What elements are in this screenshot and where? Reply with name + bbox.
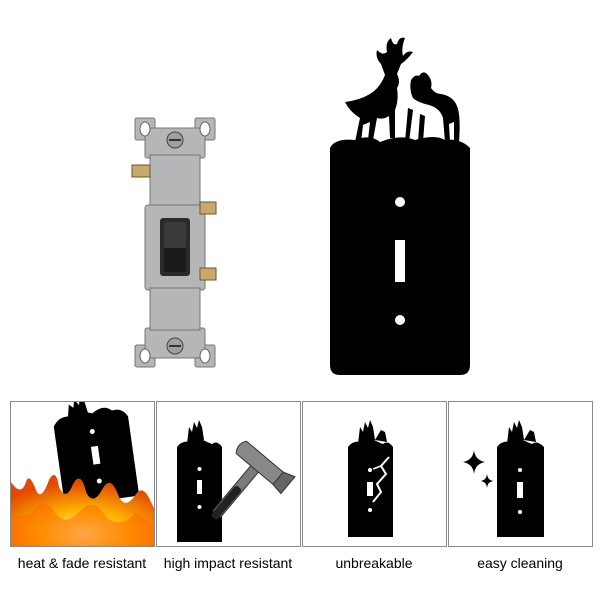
hammer-icon <box>177 420 296 542</box>
caption-impact: high impact resistant <box>163 555 293 571</box>
toggle-switch-image <box>131 117 217 368</box>
caption-heat: heat & fade resistant <box>17 555 147 571</box>
feature-panel-unbreakable <box>302 401 447 547</box>
feature-panel-cleaning <box>448 401 593 547</box>
sparkle-icon <box>463 420 544 537</box>
caption-cleaning: easy cleaning <box>477 555 563 571</box>
deer-switch-plate-image <box>330 37 470 375</box>
caption-unbreakable: unbreakable <box>335 555 413 571</box>
feature-panel-impact <box>156 401 301 547</box>
crack-icon <box>348 420 393 537</box>
feature-panel-heat <box>10 401 155 547</box>
flame-icon <box>11 402 154 546</box>
